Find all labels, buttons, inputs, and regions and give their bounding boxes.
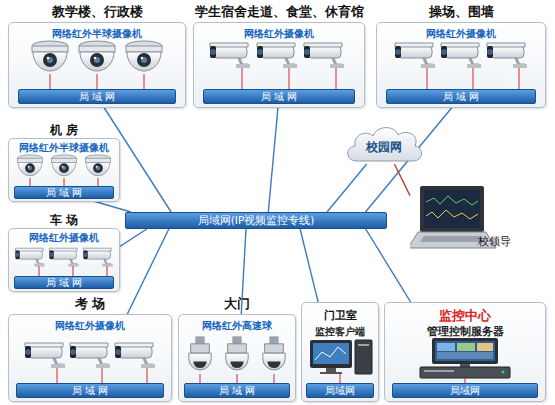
zone-heading: 门卫室 (302, 308, 378, 323)
lan-label: 局 域 网 (15, 277, 113, 288)
laptop-shape (410, 184, 520, 266)
leader-laptop: 校领导 (410, 184, 520, 266)
device-type-label: 网络红外半球摄像机 (9, 142, 119, 155)
lan-bar: 局 域 网 (386, 89, 536, 104)
network-link (394, 164, 410, 196)
lan-label: 局 域 网 (17, 384, 163, 397)
zone-heading: 大门 (179, 296, 295, 313)
lan-bar: 局域网 (306, 383, 374, 398)
screen-wave (426, 210, 478, 219)
camera-zone-box: 机 房网络红外半球摄像机局 域 网 (8, 138, 120, 202)
device-type-label: 网络红外半球摄像机 (9, 27, 185, 41)
camera-zone-box: 学生宿舍走道、食堂、休育馆网络红外摄像机局 域 网 (193, 22, 365, 108)
lan-label: 局域网(IP视频监控专线) (126, 213, 386, 228)
camera-zone-box: 监控中心管理控制服务器局域网 (384, 302, 546, 402)
lan-label: 局域网 (307, 384, 373, 397)
cloud-label: 校园网 (343, 139, 425, 156)
network-link (327, 164, 367, 212)
zone-heading: 考 场 (9, 296, 171, 313)
zone-heading: 操场、围墙 (377, 4, 545, 21)
zone-heading: 监控中心 (385, 307, 545, 325)
campus-network-cloud: 校园网 (343, 122, 425, 164)
device-type-label: 网络红外摄像机 (9, 232, 119, 245)
laptop-lid (420, 186, 484, 232)
lan-label: 局 域 网 (204, 90, 354, 103)
lan-label: 局 域 网 (15, 187, 113, 198)
lan-label: 局 域 网 (19, 90, 175, 103)
lan-label: 局 域 网 (185, 384, 289, 397)
lan-bar: 局 域 网 (16, 383, 164, 398)
camera-zone-box: 门卫室监控客户端局域网 (301, 302, 379, 402)
device-type-label: 网络红外摄像机 (9, 319, 171, 333)
lan-label: 局 域 网 (387, 90, 535, 103)
camera-zone-box: 操场、围墙网络红外摄像机局 域 网 (376, 22, 546, 108)
camera-zone-box: 大门网络红外高速球局 域 网 (178, 314, 296, 402)
laptop-label: 校领导 (478, 234, 511, 249)
backbone-lan-bar: 局域网(IP视频监控专线) (125, 212, 387, 229)
device-type-label: 管理控制服务器 (385, 325, 545, 339)
lan-bar: 局 域 网 (14, 186, 114, 199)
network-link (268, 104, 278, 212)
lan-bar: 局 域 网 (184, 383, 290, 398)
camera-zone-box: 车 场网络红外摄像机局 域 网 (8, 228, 120, 292)
camera-zone-box: 考 场网络红外摄像机局 域 网 (8, 314, 172, 402)
device-type-label: 网络红外摄像机 (194, 27, 364, 41)
lan-bar: 局 域 网 (14, 276, 114, 289)
zone-heading: 机 房 (9, 122, 119, 139)
lan-bar: 局域网 (392, 383, 538, 398)
device-type-label: 网络红外高速球 (179, 319, 295, 333)
zone-heading: 学生宿舍走道、食堂、休育馆 (194, 4, 364, 21)
device-type-label: 网络红外摄像机 (377, 27, 545, 41)
laptop-keyboard (420, 236, 484, 242)
lan-label: 局域网 (393, 384, 537, 397)
device-type-label: 监控客户端 (302, 325, 378, 339)
lan-bar: 局 域 网 (18, 89, 176, 104)
zone-heading: 教学楼、行政楼 (9, 4, 185, 21)
lan-bar: 局 域 网 (203, 89, 355, 104)
screen-wave (426, 196, 478, 205)
laptop-screen (424, 190, 480, 228)
zone-heading: 车 场 (9, 212, 119, 229)
camera-zone-box: 教学楼、行政楼网络红外半球摄像机局 域 网 (8, 22, 186, 108)
